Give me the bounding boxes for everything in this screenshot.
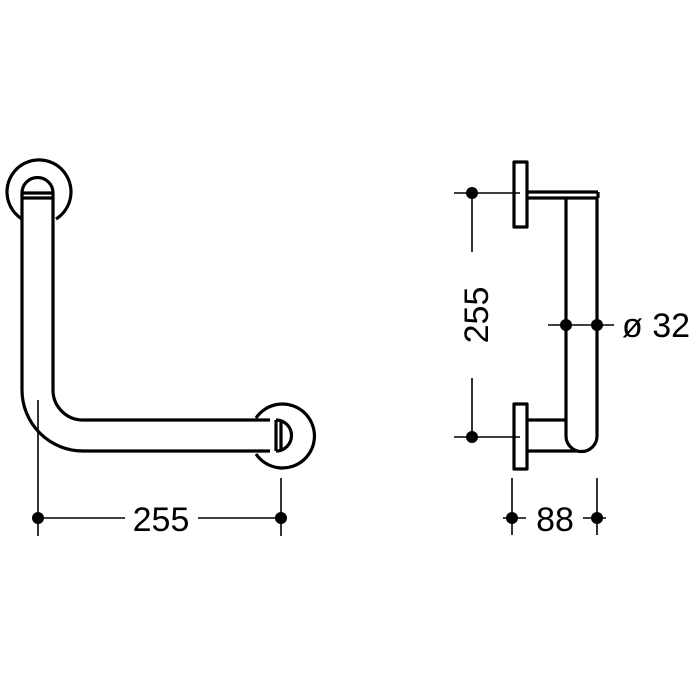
right-rosette — [254, 402, 316, 470]
vertical-tube — [564, 198, 599, 454]
front-horizontal-dimension-label: 255 — [133, 501, 190, 539]
side-vertical-dimension — [454, 192, 520, 438]
front-view — [5, 158, 316, 470]
dimension-dots — [32, 187, 603, 524]
tube-inner — [51, 193, 270, 422]
side-vertical-dimension-label: 255 — [458, 287, 496, 344]
tube-outer — [20, 193, 270, 453]
top-rosette — [5, 158, 73, 221]
top-wall-plate — [512, 160, 529, 229]
tube-diameter-label: ø 32 — [622, 307, 690, 345]
projection-dimension-label: 88 — [536, 501, 574, 539]
top-tube-cap — [20, 175, 55, 194]
right-tube-cap — [275, 418, 294, 453]
side-view — [512, 160, 600, 471]
